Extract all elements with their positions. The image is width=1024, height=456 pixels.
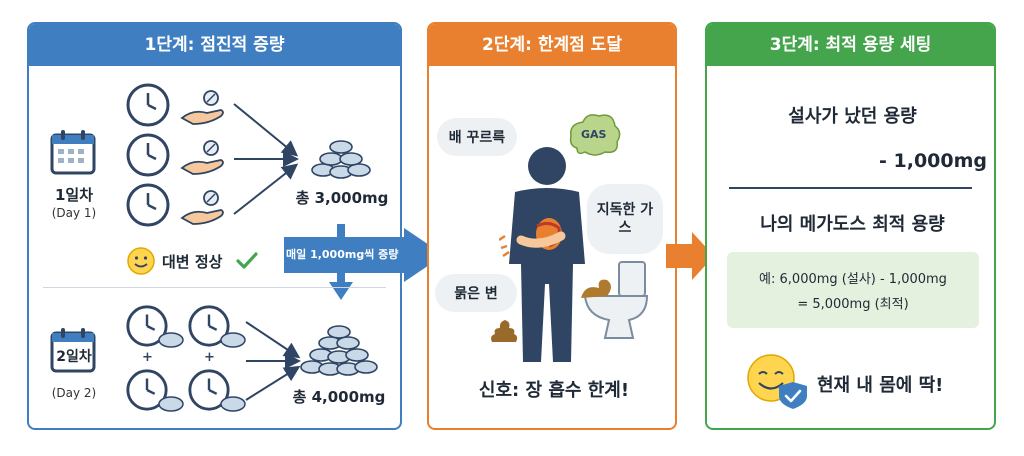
- converge-arrows: [233, 103, 299, 215]
- example-box: 예: 6,000mg (설사) - 1,000mg = 5,000mg (최적): [727, 252, 979, 328]
- poop-icon: [491, 320, 518, 342]
- formula-line1: 설사가 났던 용량: [788, 106, 917, 127]
- toilet-icon: [581, 261, 649, 339]
- normal-stool-label: 대변 정상: [162, 253, 223, 271]
- bubble-stool-text: 묽은 변: [454, 286, 498, 302]
- hand-pill-icon: [180, 90, 224, 125]
- calendar-icon: [50, 130, 96, 175]
- plus-sign: +: [204, 350, 215, 365]
- example-line1: 예: 6,000mg (설사) - 1,000mg: [759, 272, 947, 287]
- day1-label: 1일차: [54, 186, 94, 204]
- bubble-gas-text: 지독한 가스: [596, 201, 654, 236]
- plus-sign: +: [142, 350, 153, 365]
- bubble-rumble-text: 배 꾸르륵: [448, 130, 506, 146]
- clock-icon: [188, 305, 230, 347]
- speech-bubble-rumble: 배 꾸르륵: [437, 118, 517, 156]
- signal-text: 신호: 장 흡수 한계!: [478, 380, 630, 401]
- increase-label: 매일 1,000mg씩 증량: [286, 248, 399, 261]
- smiley-shield-icon: [747, 354, 807, 409]
- formula-line2: - 1,000mg: [879, 150, 987, 172]
- pill-icon: [220, 332, 246, 348]
- formula-divider: [729, 187, 972, 189]
- pill-icon: [158, 396, 184, 412]
- speech-bubble-gas: 지독한 가스: [587, 184, 663, 254]
- day2-label: 2일차: [56, 349, 92, 365]
- day1-sub: (Day 1): [51, 206, 97, 220]
- hand-pill-icon: [180, 190, 224, 225]
- gas-text: GAS: [581, 128, 607, 141]
- day2-sub: (Day 2): [51, 386, 97, 400]
- formula-result-label: 나의 메가도스 최적 용량: [760, 214, 945, 235]
- day-divider: [43, 287, 386, 288]
- step3-title: 3단계: 최적 용량 세팅: [707, 24, 994, 66]
- increase-arrow: [284, 228, 444, 282]
- step2-panel: 2단계: 한계점 도달 배 꾸르륵 GAS 지독한 가스 묽은 변 신호: 장 …: [427, 22, 677, 430]
- step2-title: 2단계: 한계점 도달: [429, 24, 675, 66]
- gas-cloud-icon: [569, 114, 621, 156]
- pill-stack-icon: [311, 140, 371, 179]
- day1-total: 총 3,000mg: [295, 189, 389, 207]
- clock-icon: [126, 83, 170, 127]
- next-arrow: [666, 232, 714, 280]
- pill-icon: [158, 332, 184, 348]
- pill-icon: [220, 396, 246, 412]
- clock-icon: [188, 369, 230, 411]
- result-text: 현재 내 몸에 딱!: [817, 375, 944, 396]
- clock-icon: [126, 369, 168, 411]
- calendar-icon: [50, 328, 96, 373]
- check-icon: [236, 252, 258, 269]
- clock-icon: [126, 305, 168, 347]
- converge-arrows: [245, 321, 301, 401]
- step3-panel: 3단계: 최적 용량 세팅 설사가 났던 용량 - 1,000mg 나의 메가도…: [705, 22, 996, 430]
- speech-bubble-stool: 묽은 변: [435, 274, 517, 312]
- step1-panel: 1단계: 점진적 증량 1일차 (Day 1) 총 3,000mg 대변 정상: [27, 22, 402, 430]
- clock-icon: [126, 133, 170, 177]
- clock-icon: [126, 183, 170, 227]
- day2-total: 총 4,000mg: [292, 388, 386, 406]
- person-icon: [499, 147, 585, 362]
- step1-title: 1단계: 점진적 증량: [29, 24, 400, 66]
- smiley-icon: [127, 247, 155, 275]
- pill-stack-icon: [300, 325, 378, 376]
- example-line2: = 5,000mg (최적): [797, 297, 909, 312]
- hand-pill-icon: [180, 140, 224, 175]
